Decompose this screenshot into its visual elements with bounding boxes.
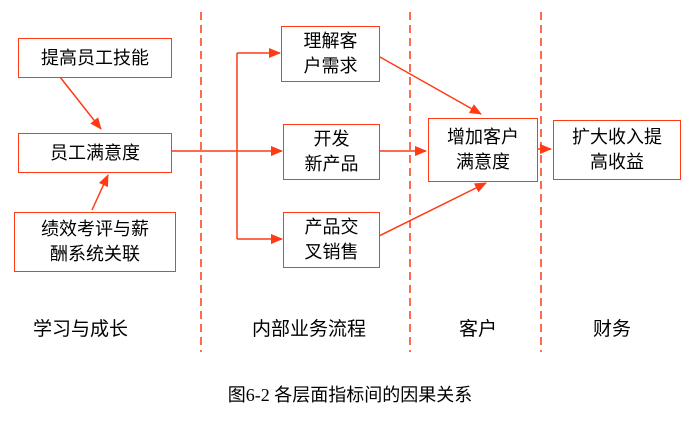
- box-cross-sell-products-line1: 产品交: [304, 217, 359, 237]
- box-develop-new-products-line2: 新产品: [304, 154, 359, 174]
- box-increase-customer-satisfaction: 增加客户 满意度: [428, 118, 538, 182]
- arrow-skills-to-satisfaction: [59, 76, 102, 130]
- label-internal-process: 内部业务流程: [252, 319, 367, 340]
- box-develop-new-products: 开发 新产品: [283, 124, 380, 180]
- box-expand-revenue-line1: 扩大收入提: [572, 127, 662, 147]
- label-learning-growth: 学习与成长: [33, 319, 129, 340]
- arrow-understand-to-customer-satisfaction: [379, 56, 482, 115]
- box-employee-satisfaction: 员工满意度: [18, 133, 172, 173]
- box-understand-customer-needs: 理解客 户需求: [281, 26, 380, 82]
- box-employee-satisfaction-text: 员工满意度: [50, 142, 140, 163]
- box-improve-skills-text: 提高员工技能: [41, 47, 149, 68]
- box-cross-sell-products-line2: 叉销售: [304, 242, 359, 262]
- arrow-performance-to-satisfaction: [91, 174, 109, 211]
- label-customer: 客户: [459, 319, 498, 340]
- arrow-crosssell-to-customer-satisfaction: [378, 182, 487, 237]
- box-understand-customer-needs-line2: 户需求: [303, 56, 358, 76]
- box-cross-sell-products: 产品交 叉销售: [283, 212, 380, 268]
- box-understand-customer-needs-line1: 理解客: [303, 31, 358, 51]
- box-increase-customer-satisfaction-line2: 满意度: [456, 152, 510, 172]
- box-performance-pay-link: 绩效考评与薪 酬系统关联: [14, 212, 176, 272]
- figure-caption: 图6-2 各层面指标间的因果关系: [227, 385, 473, 405]
- box-develop-new-products-line1: 开发: [313, 129, 350, 149]
- box-expand-revenue-line2: 高收益: [590, 152, 644, 172]
- box-expand-revenue: 扩大收入提 高收益: [553, 120, 681, 180]
- box-increase-customer-satisfaction-line1: 增加客户: [447, 127, 519, 147]
- box-improve-skills: 提高员工技能: [18, 38, 172, 78]
- box-performance-pay-link-line2: 酬系统关联: [50, 244, 140, 264]
- box-performance-pay-link-line1: 绩效考评与薪: [41, 219, 149, 239]
- label-finance: 财务: [593, 319, 632, 340]
